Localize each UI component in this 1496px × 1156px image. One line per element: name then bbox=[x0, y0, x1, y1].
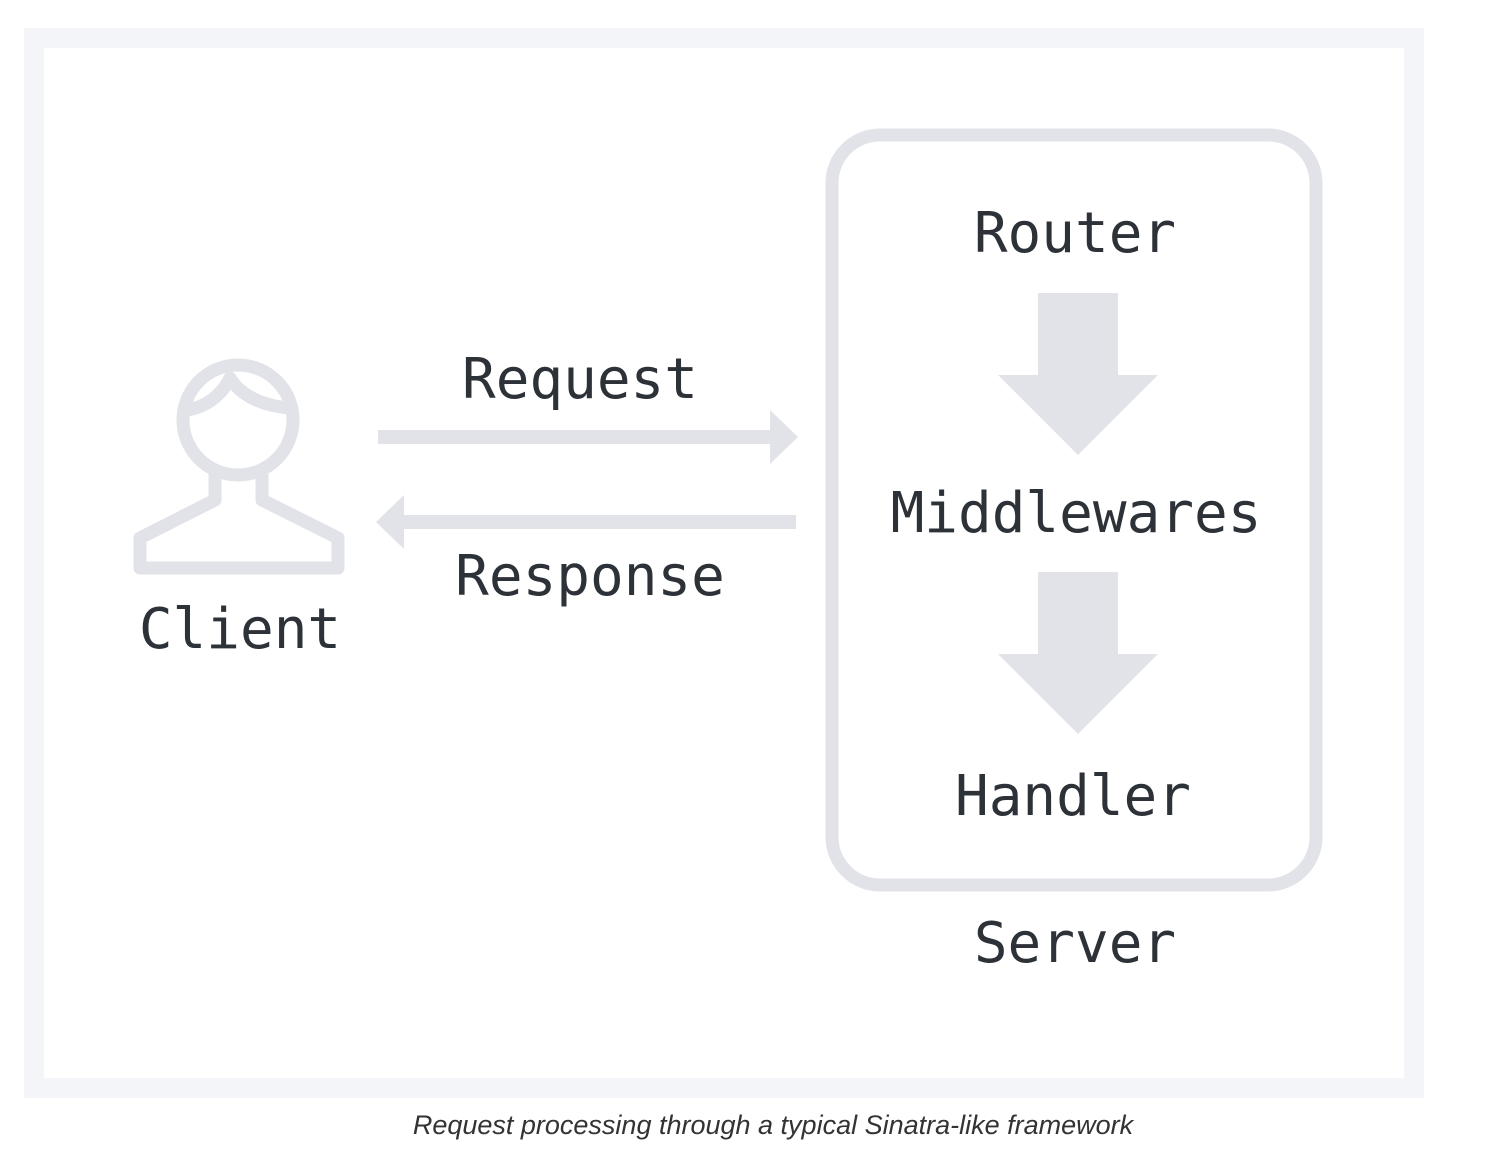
figure-frame bbox=[24, 28, 1424, 1098]
down-arrow-icon bbox=[998, 293, 1158, 455]
stage-handler-label: Handler bbox=[955, 764, 1191, 829]
stage-router-label: Router bbox=[974, 201, 1176, 266]
response-arrow bbox=[376, 495, 796, 549]
figure-caption: Request processing through a typical Sin… bbox=[412, 1110, 1134, 1140]
down-arrow-icon bbox=[998, 572, 1158, 734]
server-box bbox=[825, 128, 1323, 892]
server-label: Server bbox=[974, 911, 1176, 976]
request-arrow bbox=[378, 410, 798, 464]
client-label: Client bbox=[139, 597, 341, 662]
request-label: Request bbox=[462, 347, 698, 412]
response-label: Response bbox=[455, 544, 725, 609]
user-icon bbox=[133, 358, 345, 575]
stage-middlewares-label: Middlewares bbox=[891, 481, 1262, 546]
